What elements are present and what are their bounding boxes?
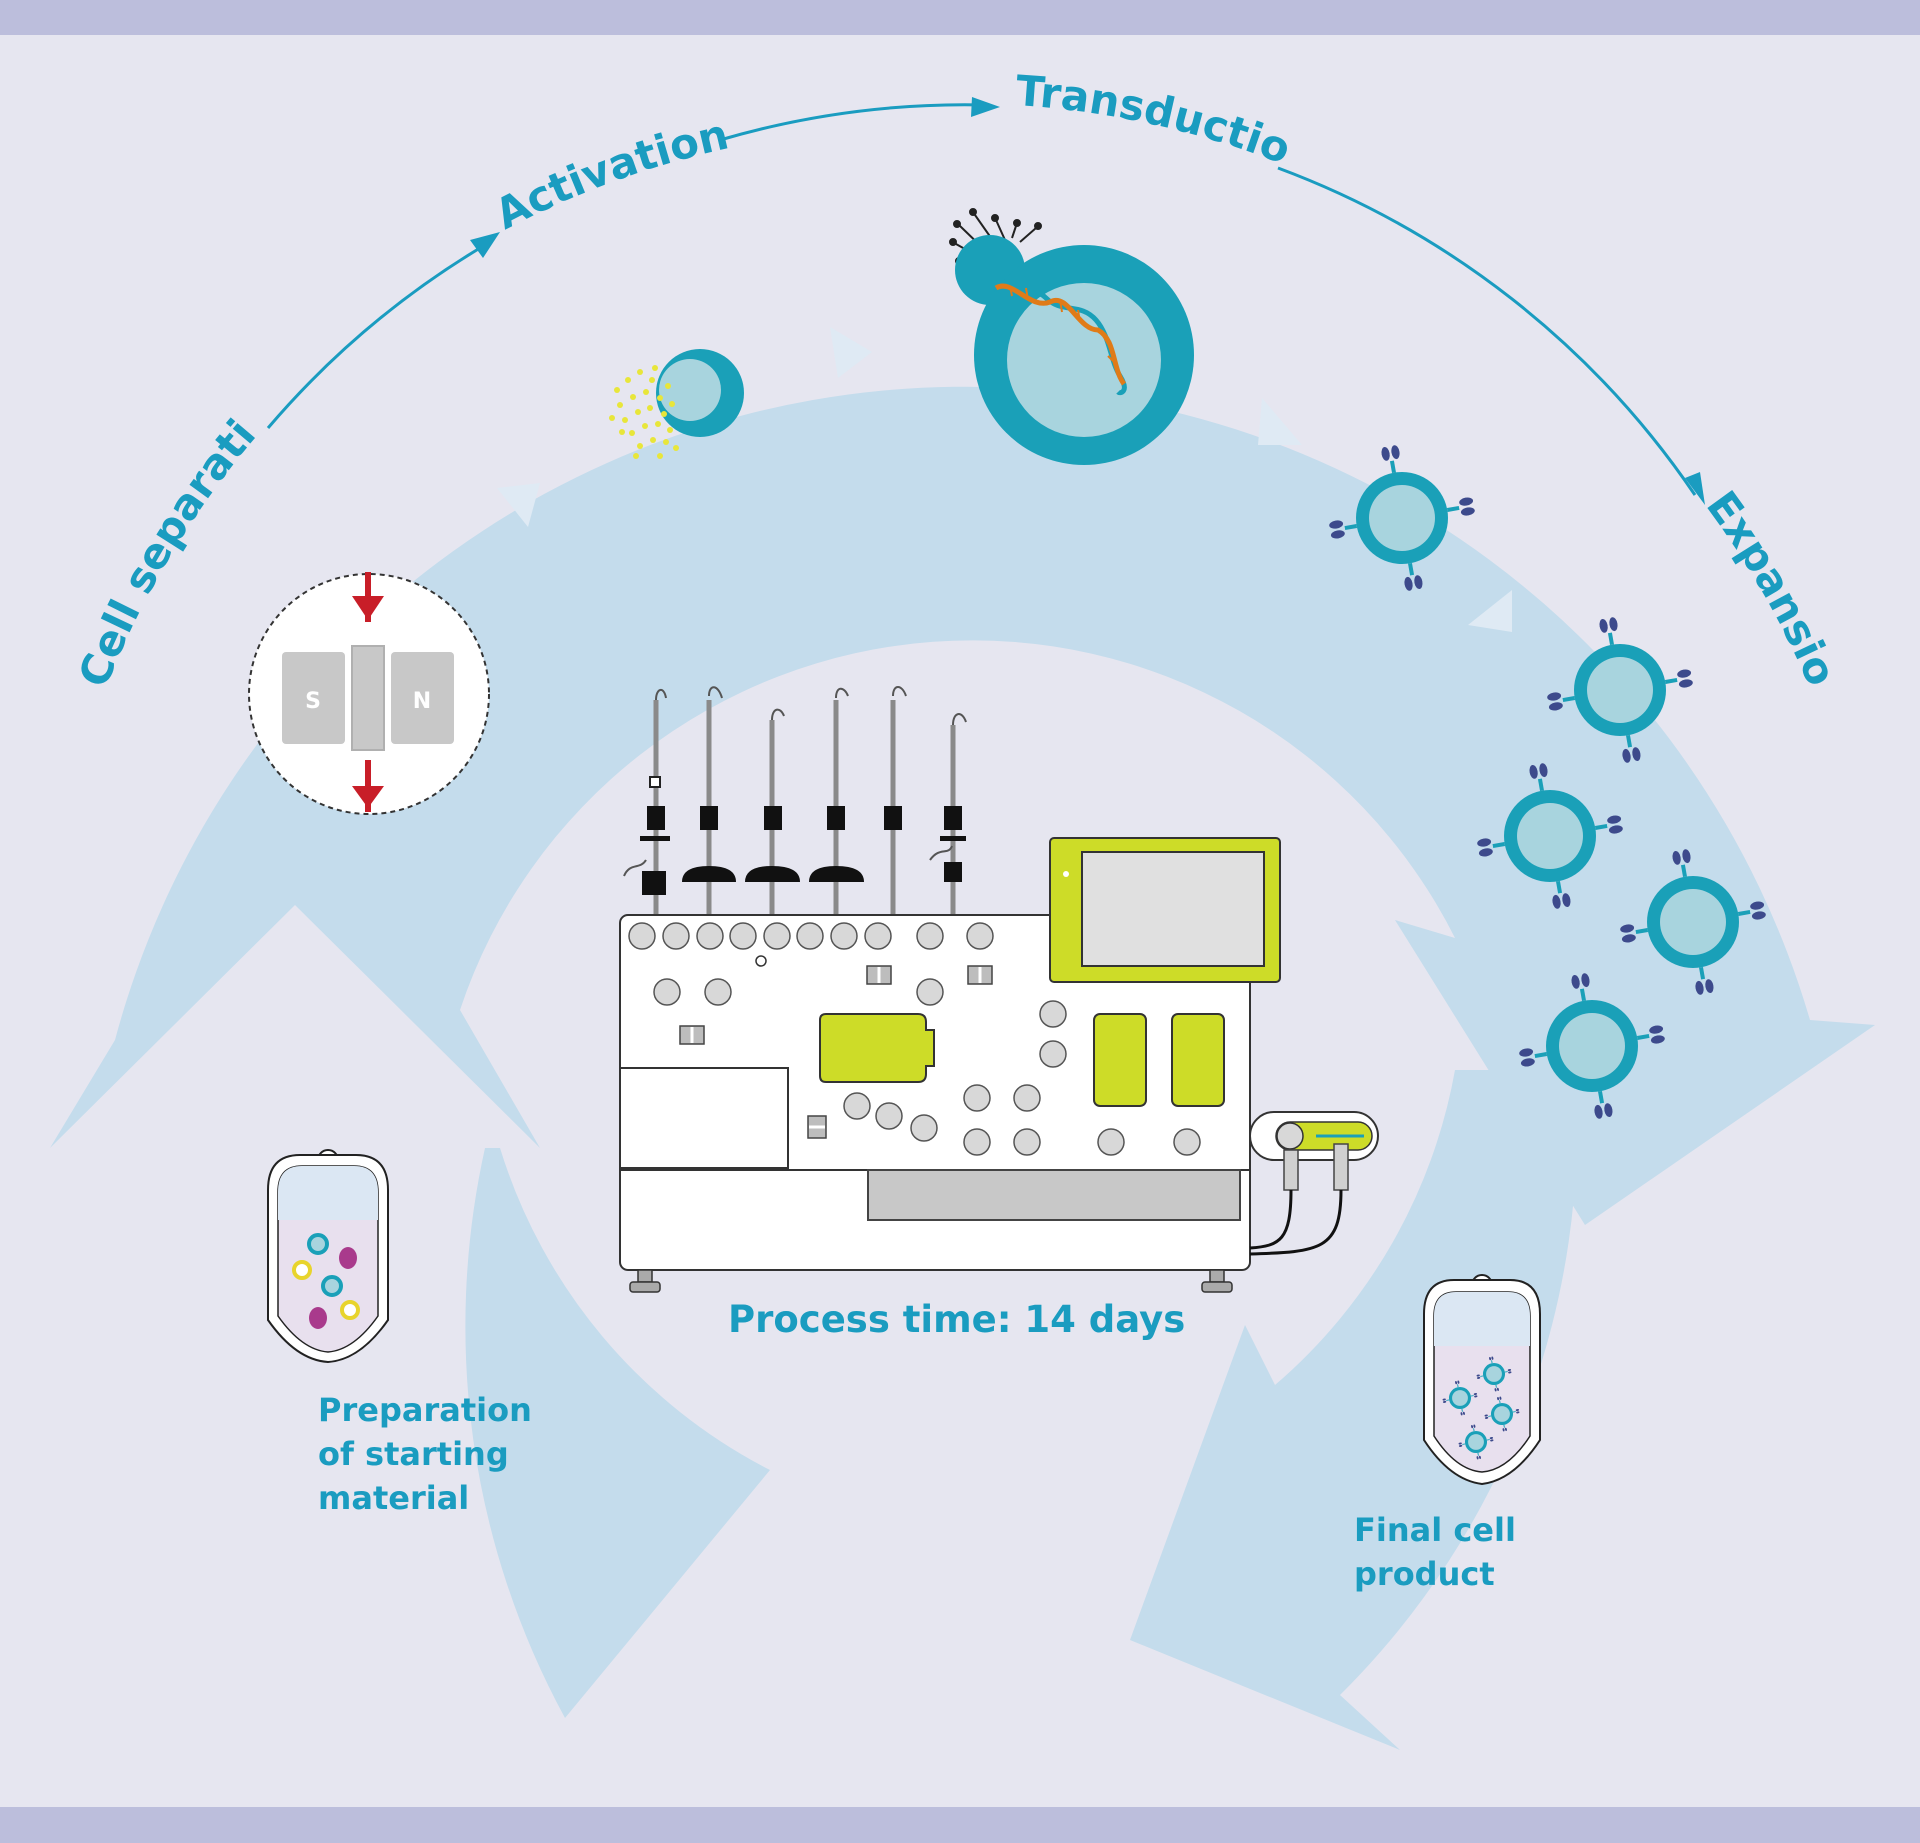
upper-cycle-arc [50,386,1875,1225]
transduction-cell-icon [949,208,1194,465]
step-arrows [266,103,1697,496]
flow-triangles [497,327,1512,632]
bottom-band [0,1807,1920,1843]
final-product-arrow [1130,1070,1578,1750]
cell-processing-device [619,686,1379,1293]
starting-material-bag-icon [267,1149,389,1364]
step-label-activation: Activation [487,110,733,239]
caption-final-product: Final cell product [1354,1511,1516,1593]
magnet-south-label: S [305,689,321,714]
preparation-arrow-body [465,1148,770,1718]
top-band [0,0,1920,35]
activation-cell-icon [609,349,744,459]
magnetic-separation-icon: S N [248,572,490,815]
arrow-head-expansion [1685,472,1705,505]
process-cycle [50,386,1875,1750]
arrow-head-activation [470,232,500,258]
magnet-north-label: N [413,689,431,714]
final-product-bag-icon [1423,1274,1541,1486]
caption-process-time: Process time: 14 days [728,1298,1186,1341]
step-label-cell-separation: Cell separation [0,0,265,694]
arrow-head-transduction [971,97,1000,117]
caption-preparation: Preparation of starting material [318,1391,532,1517]
